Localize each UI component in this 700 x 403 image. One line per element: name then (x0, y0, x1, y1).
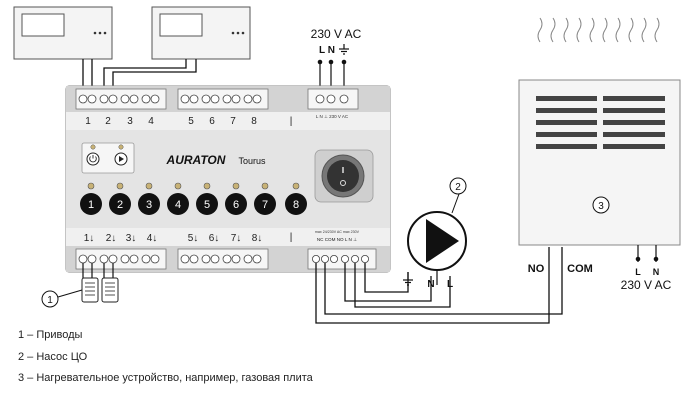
heating-device (518, 17, 681, 246)
zone-button-label: 6 (233, 199, 239, 211)
top-terminal-number: 5 (188, 116, 194, 127)
heater-power-label: 230 V AC (621, 278, 672, 292)
legend-item-2: 2 – Насос ЦО (18, 351, 88, 363)
separator-label: | (290, 116, 293, 127)
top-terminal-number: 4 (148, 116, 154, 127)
zone-button-label: 7 (262, 199, 268, 211)
zone-button-label: 4 (175, 199, 181, 211)
heater-no-label: NO (528, 263, 545, 275)
thermostat-wires (82, 59, 197, 94)
actuator-2 (101, 277, 119, 303)
zone-button-label: 5 (204, 199, 210, 211)
top-terminal-number: 8 (251, 116, 257, 127)
callout-number: 2 (455, 182, 461, 193)
bottom-terminal-number: 1↓ (84, 233, 95, 244)
power-top-label: 230 V AC (311, 27, 362, 41)
bottom-terminal-number: 5↓ (188, 233, 199, 244)
play-button[interactable] (114, 144, 128, 166)
zone-button-1[interactable]: 1 (80, 182, 102, 215)
top-terminal-block-b (177, 88, 269, 110)
heater-com-label: COM (567, 263, 593, 275)
top-terminal-number: 3 (127, 116, 133, 127)
zone-button-6[interactable]: 6 (225, 182, 247, 215)
output-terminal-small-label: max 24/230V AC max 230V (315, 230, 360, 234)
callout-1: 1 (41, 289, 83, 308)
zone-button-label: 2 (117, 199, 123, 211)
bottom-terminal-number: 8↓ (252, 233, 263, 244)
bottom-terminal-number: 6↓ (209, 233, 220, 244)
callout-2: 2 (449, 177, 467, 214)
zone-button-label: 8 (293, 199, 299, 211)
separator-label: | (290, 232, 293, 243)
actuators (82, 263, 114, 278)
brand-logo: AURATON (166, 153, 226, 167)
output-terminal-pins: NC COM NO L N ⊥ (317, 237, 357, 242)
ground-symbol-top (339, 44, 349, 55)
top-terminal-numbers: 1 2 3 4 5 6 7 8 | (85, 116, 292, 127)
power-supply-top: 230 V AC L N (311, 27, 362, 92)
zone-button-3[interactable]: 3 (138, 182, 160, 215)
zone-buttons: 1 2 3 4 5 (80, 182, 307, 215)
zone-button-2[interactable]: 2 (109, 182, 131, 215)
top-terminal-number: 6 (209, 116, 215, 127)
main-switch[interactable] (314, 149, 374, 203)
actuator-1 (81, 277, 99, 303)
bottom-terminal-numbers: 1↓ 2↓ 3↓ 4↓ 5↓ 6↓ 7↓ 8↓ | (84, 232, 293, 244)
zone-button-4[interactable]: 4 (167, 182, 189, 215)
callout-number: 1 (47, 295, 53, 306)
callout-number: 3 (598, 201, 604, 212)
bottom-terminal-block-b (177, 248, 269, 270)
power-top-pins: L N (319, 45, 335, 56)
bottom-terminal-number: 2↓ (106, 233, 117, 244)
power-button[interactable] (86, 144, 100, 166)
zone-button-5[interactable]: 5 (196, 182, 218, 215)
zone-button-8[interactable]: 8 (285, 182, 307, 215)
heater-l-label: L (635, 267, 641, 277)
bottom-terminal-number: 3↓ (126, 233, 137, 244)
heater-grille (536, 96, 665, 149)
top-terminal-number: 2 (105, 116, 111, 127)
circulation-pump: N L (407, 211, 467, 290)
zone-button-label: 3 (146, 199, 152, 211)
bottom-terminal-block-output (307, 248, 377, 270)
top-terminal-block-a (75, 88, 167, 110)
front-panel: AURATON Tourus 1 2 3 (80, 142, 374, 215)
bottom-terminal-number: 7↓ (231, 233, 242, 244)
room-thermostat-2 (151, 6, 251, 60)
heater-power-supply: L N 230 V AC (621, 245, 672, 292)
bottom-terminal-number: 4↓ (147, 233, 158, 244)
top-terminal-block-power (307, 88, 359, 110)
heater-n-label: N (653, 267, 660, 277)
room-thermostat-1 (13, 6, 113, 60)
output-wires (315, 247, 563, 324)
top-terminal-number: 7 (230, 116, 236, 127)
power-terminal-small-label: L N ⊥ 230 V AC (316, 114, 349, 119)
zone-button-label: 1 (88, 199, 94, 211)
model-name: Tourus (238, 156, 266, 166)
zone-button-7[interactable]: 7 (254, 182, 276, 215)
legend-item-3: 3 – Нагревательное устройство, например,… (18, 372, 313, 384)
legend-item-1: 1 – Приводы (18, 329, 83, 341)
callout-3: 3 (592, 196, 610, 214)
bottom-terminal-block-a (75, 248, 167, 270)
top-terminal-number: 1 (85, 116, 91, 127)
